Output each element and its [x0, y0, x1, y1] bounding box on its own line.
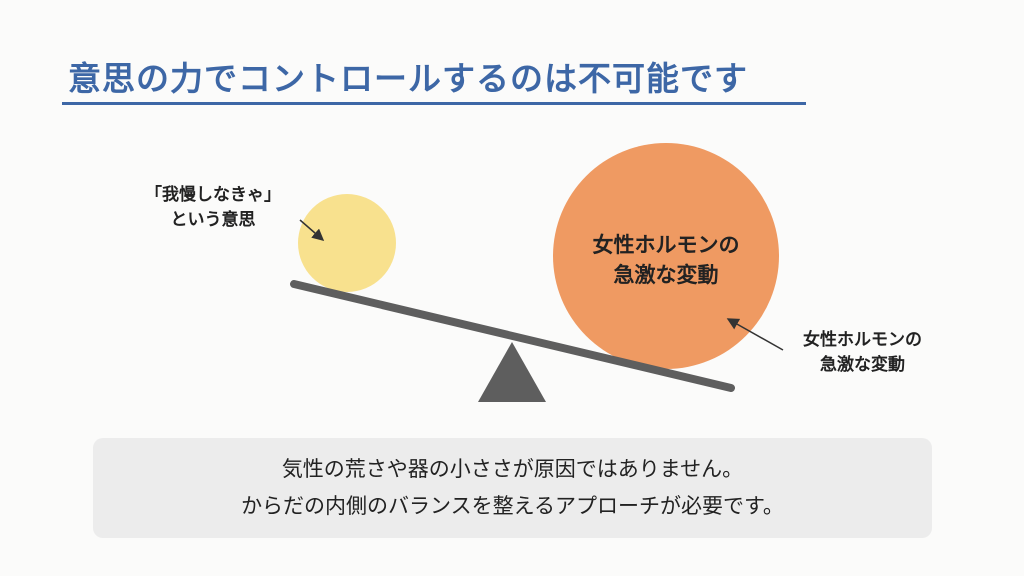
hormone-label-line: 女性ホルモンの: [803, 330, 922, 350]
title-underline: [62, 102, 806, 105]
hormone-circle-text-line: 女性ホルモンの: [592, 233, 740, 257]
hormone-label: 女性ホルモンの 急激な変動: [790, 328, 935, 378]
slide-title: 意思の力でコントロールするのは不可能です: [68, 59, 748, 98]
willpower-label-line: という意思: [170, 210, 256, 230]
willpower-label-line: 「我慢しなきゃ」: [145, 185, 281, 205]
willpower-circle: [298, 194, 396, 292]
hormone-circle-text-line: 急激な変動: [613, 263, 719, 287]
willpower-label: 「我慢しなきゃ」 という意思: [133, 183, 293, 233]
fulcrum-triangle: [478, 342, 546, 402]
hormone-circle: [553, 143, 779, 369]
seesaw-beam: [290, 280, 735, 392]
message-line: 気性の荒さや器の小ささが原因ではありません。: [281, 457, 744, 481]
right-arrow: [726, 318, 784, 351]
hormone-label-line: 急激な変動: [820, 355, 905, 375]
message-box: 気性の荒さや器の小ささが原因ではありません。 からだの内側のバランスを整えるアプ…: [93, 438, 932, 538]
hormone-circle-text: 女性ホルモンの 急激な変動: [566, 230, 766, 290]
left-arrow: [299, 219, 325, 241]
message-line: からだの内側のバランスを整えるアプローチが必要です。: [241, 494, 784, 518]
